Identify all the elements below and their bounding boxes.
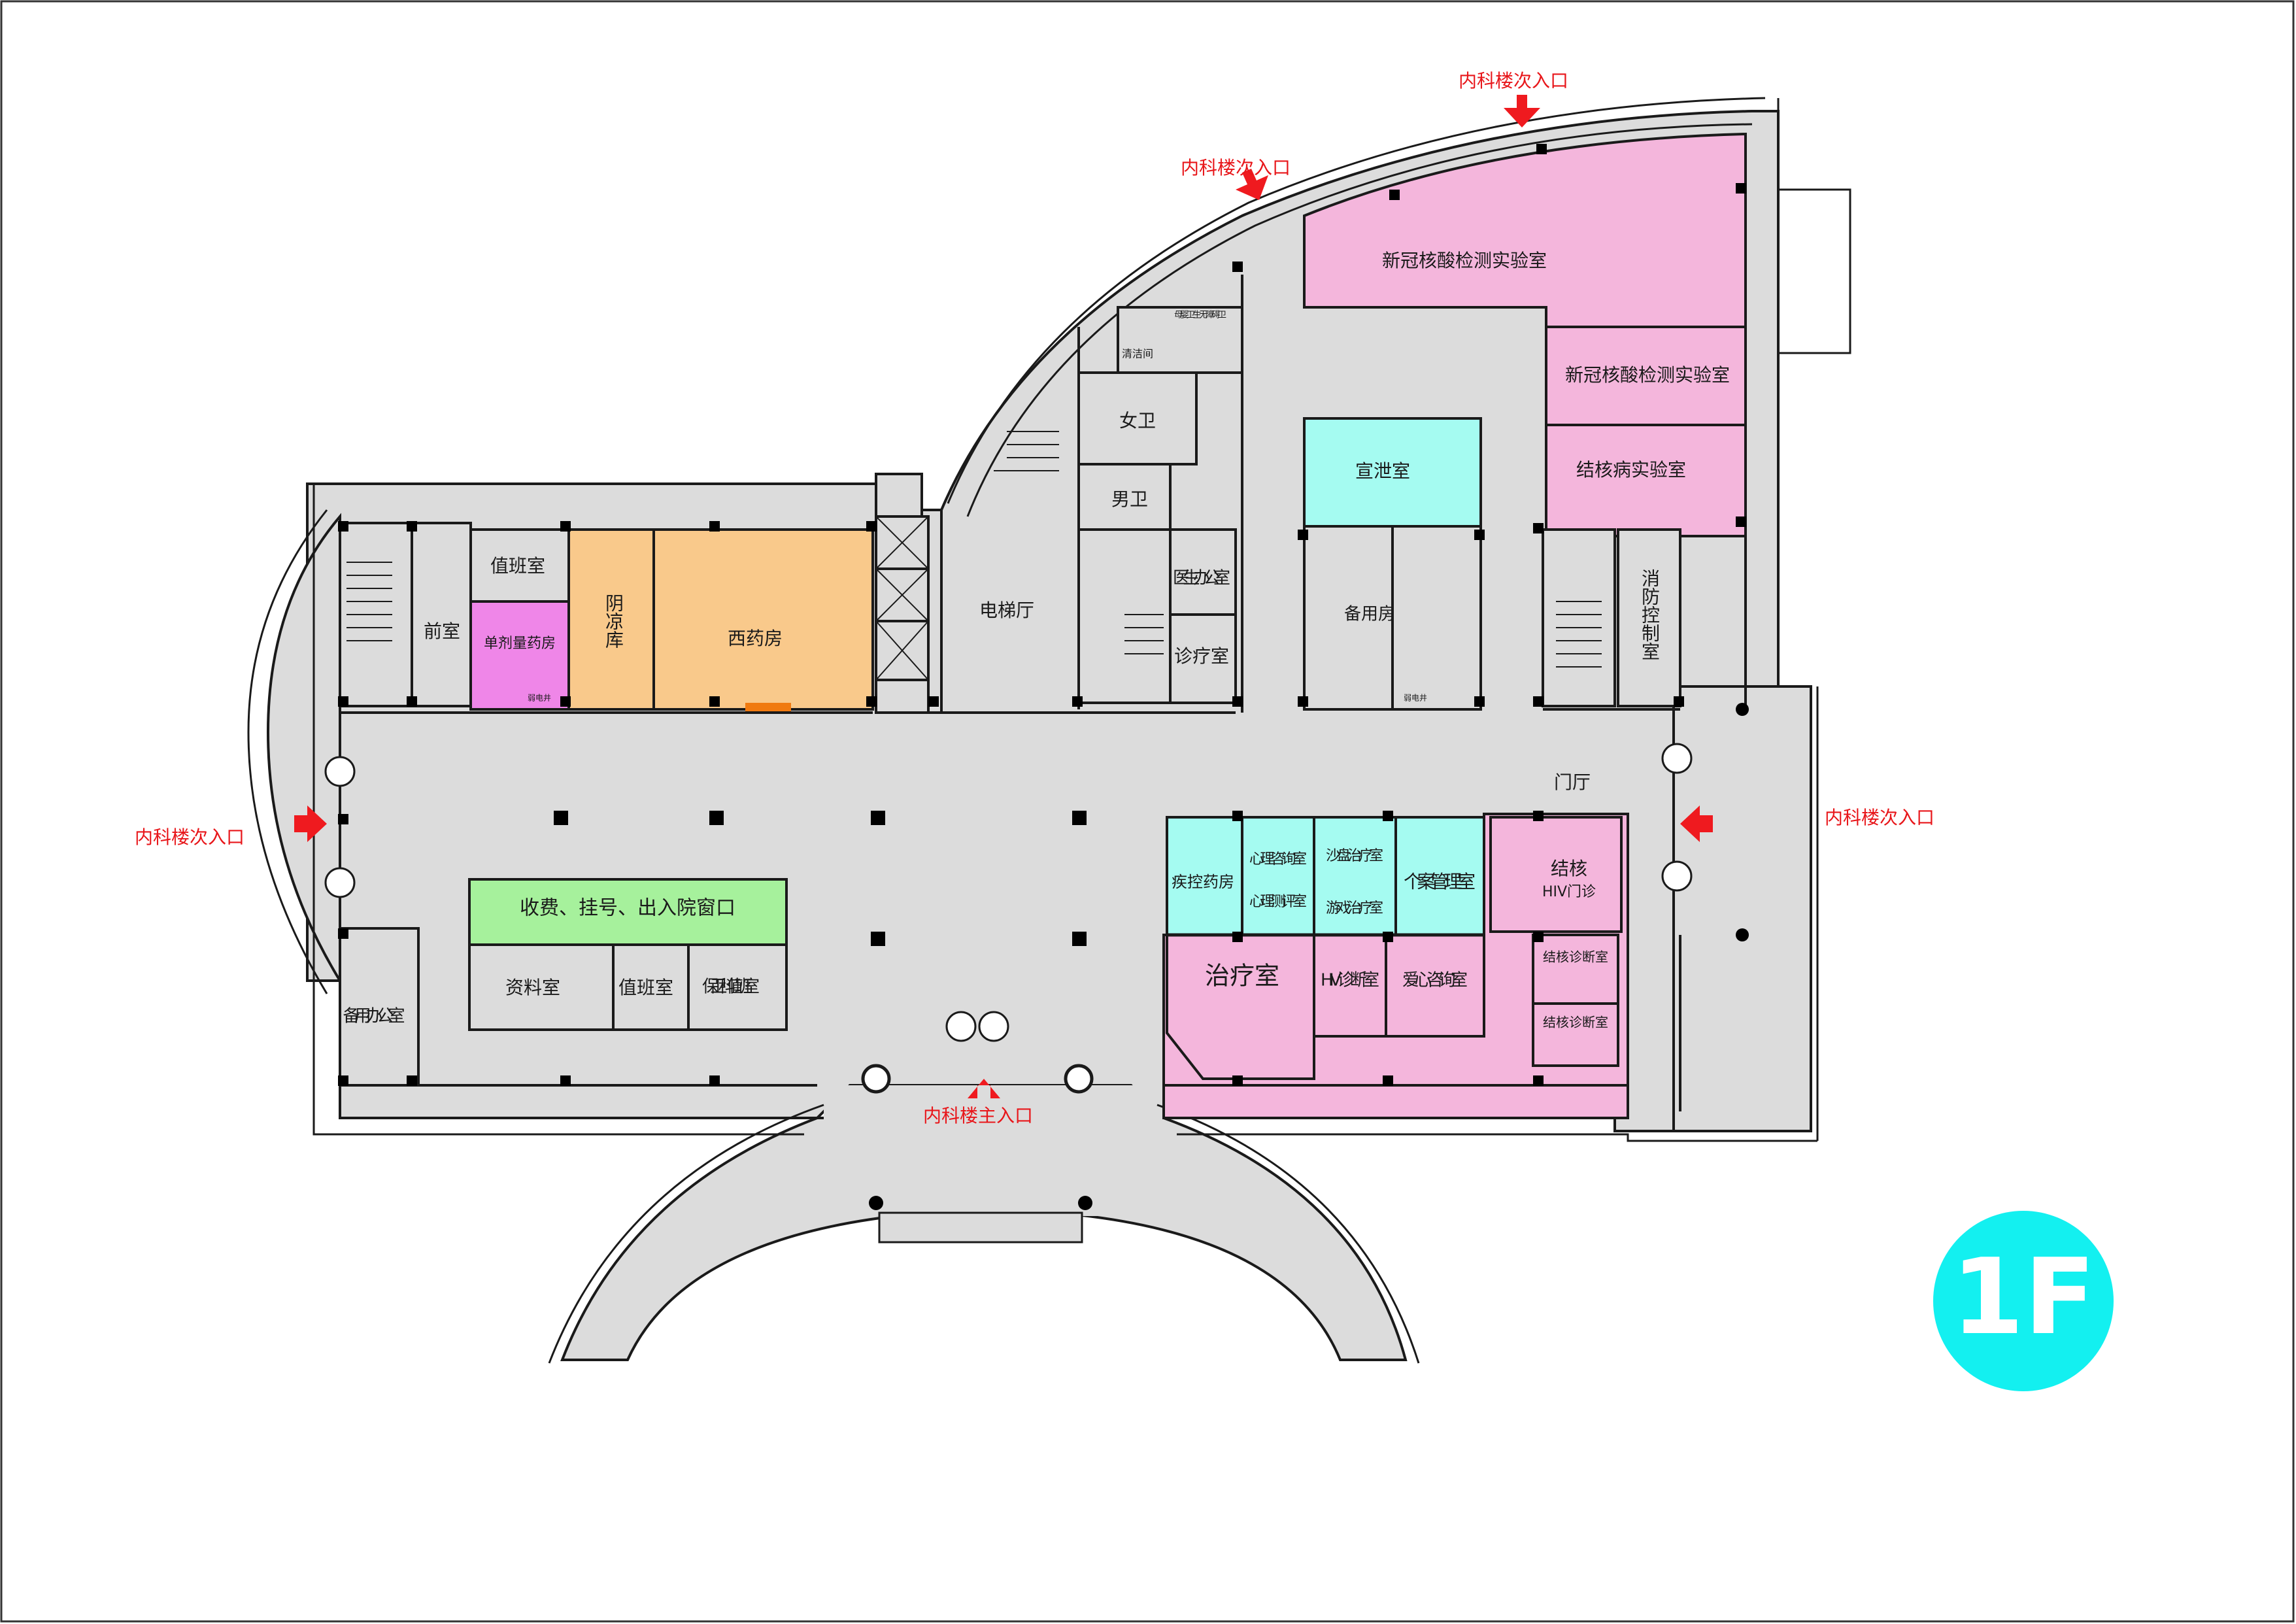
entrance-left-label: 内科楼次入口 — [135, 826, 245, 848]
partitions — [340, 275, 1747, 1111]
sandplay-label: 沙盘治疗室 — [1326, 848, 1383, 864]
stairs — [346, 431, 1602, 668]
lobby-label: 门厅 — [1554, 771, 1591, 793]
anteroom-box — [411, 522, 472, 707]
consult-room-1-label: 诊疗室 — [1174, 645, 1229, 667]
duty-room-top-box — [469, 528, 570, 603]
vent-room-box — [1303, 417, 1482, 528]
cleaning-label: 清洁间 — [1122, 348, 1153, 360]
duty-room-top-label: 值班室 — [490, 555, 545, 577]
archive-label: 资料室 — [505, 977, 560, 998]
doctor-office-label: 医生办公室 — [1173, 569, 1230, 588]
floor-badge: 1F — [1933, 1211, 2114, 1391]
entrance-arrows — [294, 95, 1713, 1098]
fire-control-box — [1617, 528, 1681, 707]
case-management-label: 个案管理室 — [1404, 871, 1476, 892]
single-dose-pharmacy-label: 单剂量药房 — [484, 635, 556, 652]
tb-lab-room — [1545, 424, 1747, 537]
women-wc-label: 女卫 — [1119, 410, 1156, 431]
pharmacy-counter — [745, 703, 791, 712]
play-therapy-label: 游戏治疗室 — [1326, 900, 1383, 917]
elevators — [875, 473, 930, 714]
cdc-pharmacy-label: 疾控药房 — [1172, 873, 1234, 891]
accessible-wc-label: 母婴卫生无障碍卫 — [1174, 311, 1226, 320]
weak-current-2-label: 弱电井 — [1404, 694, 1427, 703]
western-pharmacy-box — [652, 528, 874, 711]
outer-wall-lines — [247, 97, 1851, 1364]
psych-assess-label: 心理测评室 — [1249, 894, 1307, 910]
single-dose-pharmacy-box — [469, 600, 570, 711]
elevator-hall-label: 电梯厅 — [979, 600, 1034, 621]
round-columns — [869, 703, 1749, 1210]
spare-office-label: 备用办公室 — [343, 1007, 405, 1026]
care-consult-label: 爱心咨询室 — [1402, 971, 1468, 990]
entrance-top-right-label: 内科楼次入口 — [1459, 70, 1568, 92]
arrow-main-icon — [968, 1079, 1000, 1098]
archive-box — [468, 943, 615, 1031]
pink-clinic-rooms — [1166, 934, 1619, 1080]
entrance-labels: 内科楼次入口 内科楼次入口 内科楼次入口 内科楼次入口 内科楼主入口 — [135, 70, 1934, 1126]
entrance-main-label: 内科楼主入口 — [923, 1105, 1033, 1126]
vent-room-label: 宣泄室 — [1355, 460, 1410, 482]
anteroom-label: 前室 — [424, 620, 460, 642]
security-duty-label: 保卫科值班室 — [702, 977, 760, 997]
room-labels: 新冠核酸检测实验室 新冠核酸检测实验室 结核病实验室 宣泄室 备用房 消防控制室… — [343, 250, 1730, 1030]
toilet-block — [1077, 306, 1243, 704]
tb-lab-label: 结核病实验室 — [1576, 459, 1686, 481]
arrow-top-middle-icon — [1236, 169, 1268, 200]
covid-lab-2-room — [1545, 326, 1747, 426]
cyan-clinic-rooms — [1166, 816, 1485, 936]
entrance-pillars — [861, 1064, 1094, 1094]
men-wc-label: 男卫 — [1111, 488, 1148, 510]
psych-consult-label: 心理咨询室 — [1249, 851, 1307, 868]
entrance-right-label: 内科楼次入口 — [1825, 807, 1934, 828]
cashier-label: 收费、挂号、出入院窗口 — [520, 897, 735, 920]
western-pharmacy-label: 西药房 — [728, 628, 783, 649]
treatment-label: 治疗室 — [1205, 962, 1279, 990]
fire-control-label: 消防控制室 — [1639, 569, 1661, 660]
tb-diag-1-label: 结核诊断室 — [1543, 1015, 1608, 1030]
covid-lab-2-label: 新冠核酸检测实验室 — [1565, 364, 1730, 386]
spare-room-label: 备用房 — [1344, 605, 1395, 624]
arrow-right-icon — [1680, 805, 1713, 842]
tb-hiv-clinic-sub-label: HIV门诊 — [1542, 884, 1596, 900]
cashier-box — [468, 878, 788, 946]
arrow-left-icon — [294, 805, 327, 842]
tb-hiv-clinic-label: 结核 — [1551, 858, 1587, 879]
security-duty-box — [687, 943, 788, 1031]
cool-storage-box — [567, 528, 655, 711]
arrow-top-right-icon — [1504, 95, 1540, 127]
tb-diag-2-label: 结核诊断室 — [1543, 949, 1608, 965]
columns — [338, 144, 1746, 1086]
entrance-top-middle-label: 内科楼次入口 — [1181, 157, 1291, 178]
entrance-steps — [878, 1211, 1083, 1243]
duty-room-bottom-label: 值班室 — [618, 977, 673, 998]
covid-lab-1-label: 新冠核酸检测实验室 — [1382, 250, 1547, 271]
floor-badge-label: 1F — [1951, 1236, 2096, 1358]
tb-hiv-clinic-box — [1489, 816, 1623, 933]
hiv-diagnosis-label: HIV诊断室 — [1321, 971, 1379, 990]
door-icons — [324, 743, 1693, 1042]
duty-room-bottom-box — [612, 943, 690, 1031]
cool-storage-label: 阴凉库 — [603, 594, 624, 649]
stair-east-box — [1542, 528, 1616, 707]
weak-current-1-label: 弱电井 — [528, 694, 551, 703]
